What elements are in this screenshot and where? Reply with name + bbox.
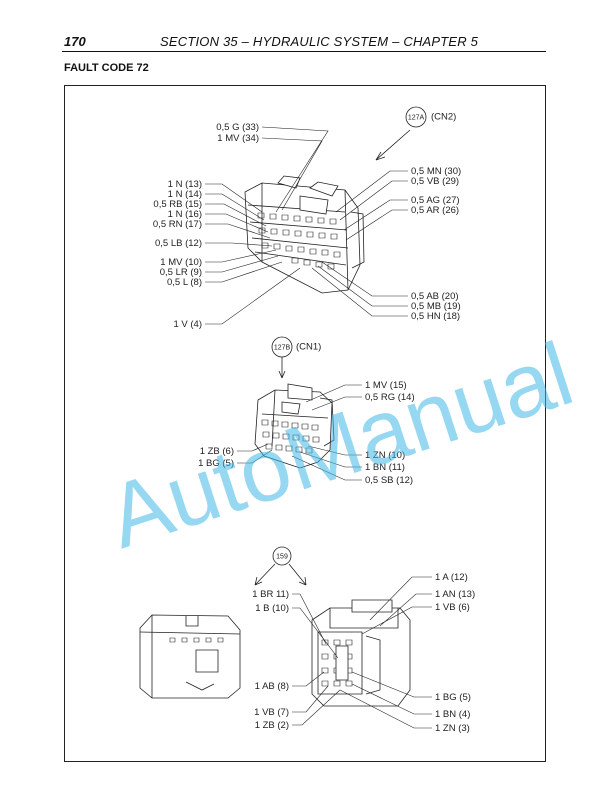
cn2-left-label: 1 N (13) xyxy=(168,179,202,190)
cn1-name: (CN1) xyxy=(296,342,321,353)
cn2-right-label: 0,5 MB (19) xyxy=(411,301,461,312)
c159-tag-text: 159 xyxy=(276,554,288,561)
cn2-tag-arrow xyxy=(375,129,411,161)
cn2-left-label: 1 N (16) xyxy=(168,209,202,220)
cn2-right-label: 0,5 VB (29) xyxy=(411,176,459,187)
cn2-left-label: 0,5 L (8) xyxy=(167,277,202,288)
cn1-right-label: 0,5 SB (12) xyxy=(365,475,413,486)
c159-leaders-left xyxy=(292,593,341,726)
c159-connector-right-drawing xyxy=(311,599,411,707)
cn2-left-label: 0,5 RN (17) xyxy=(153,219,202,230)
cn2-left-label: 1 MV (10) xyxy=(160,257,202,268)
c159-right-label: 1 BN (4) xyxy=(435,709,470,720)
c159-right-label: 1 ZN (3) xyxy=(435,723,470,734)
cn1-tag-arrow xyxy=(278,357,286,379)
cn1-tag-text: 127B xyxy=(274,345,291,352)
cn2-connector-drawing xyxy=(244,175,365,294)
c159-right-label: 1 VB (6) xyxy=(435,602,470,613)
cn1-right-label: 1 MV (15) xyxy=(365,380,407,391)
c159-left-label: 1 ZB (2) xyxy=(255,720,289,731)
page-number: 170 xyxy=(64,34,86,49)
cn1-left-label: 1 BG (5) xyxy=(198,458,234,469)
header-rule xyxy=(62,51,546,52)
cn2-right-label: 0,5 AR (26) xyxy=(411,205,459,216)
cn2-left-label: 1 MV (34) xyxy=(217,133,259,144)
cn1-leaders xyxy=(237,384,362,481)
cn2-leaders-left xyxy=(205,126,329,325)
c159-left-label: 1 B (10) xyxy=(255,603,289,614)
cn2-left-label: 0,5 G (33) xyxy=(216,122,259,133)
section-title: SECTION 35 – HYDRAULIC SYSTEM – CHAPTER … xyxy=(160,34,479,49)
c159-connector-left-drawing xyxy=(139,614,241,699)
cn2-right-label: 0,5 AB (20) xyxy=(411,291,459,302)
watermark: AutoManual xyxy=(97,324,585,568)
c159-left-label: 1 VB (7) xyxy=(254,707,289,718)
c159-arrow-left xyxy=(254,563,276,586)
cn2-tag-circle xyxy=(405,106,427,128)
c159-right-label: 1 BG (5) xyxy=(435,692,471,703)
cn2-leaders-right xyxy=(311,170,408,317)
cn1-right-label: 1 ZN (10) xyxy=(365,450,405,461)
c159-leaders-right xyxy=(339,576,432,729)
c159-left-label: 1 BR 11) xyxy=(252,589,289,600)
cn2-left-label: 1 N (14) xyxy=(168,189,202,200)
cn2-left-label: 0,5 LB (12) xyxy=(155,238,202,249)
cn1-left-label: 1 ZB (6) xyxy=(200,446,234,457)
cn2-right-label: 0,5 AG (27) xyxy=(411,195,460,206)
fault-code-title: FAULT CODE 72 xyxy=(64,62,149,74)
cn2-left-label: 0,5 LR (9) xyxy=(160,267,202,278)
c159-tag-circle xyxy=(272,546,292,566)
cn2-right-label: 0,5 HN (18) xyxy=(411,311,460,322)
cn2-tag-text: 127A xyxy=(408,115,425,122)
diagram-frame xyxy=(64,85,546,762)
cn2-right-label: 0,5 MN (30) xyxy=(411,166,461,177)
cn1-right-label: 1 BN (11) xyxy=(365,462,405,473)
cn2-left-label: 1 V (4) xyxy=(173,319,202,330)
c159-right-label: 1 AN (13) xyxy=(435,589,475,600)
cn1-right-label: 0,5 RG (14) xyxy=(365,392,415,403)
c159-arrow-right xyxy=(288,563,307,586)
cn2-name: (CN2) xyxy=(431,112,456,123)
cn2-left-label: 0,5 RB (15) xyxy=(153,199,202,210)
c159-right-label: 1 A (12) xyxy=(435,572,468,583)
c159-left-label: 1 AB (8) xyxy=(255,681,289,692)
